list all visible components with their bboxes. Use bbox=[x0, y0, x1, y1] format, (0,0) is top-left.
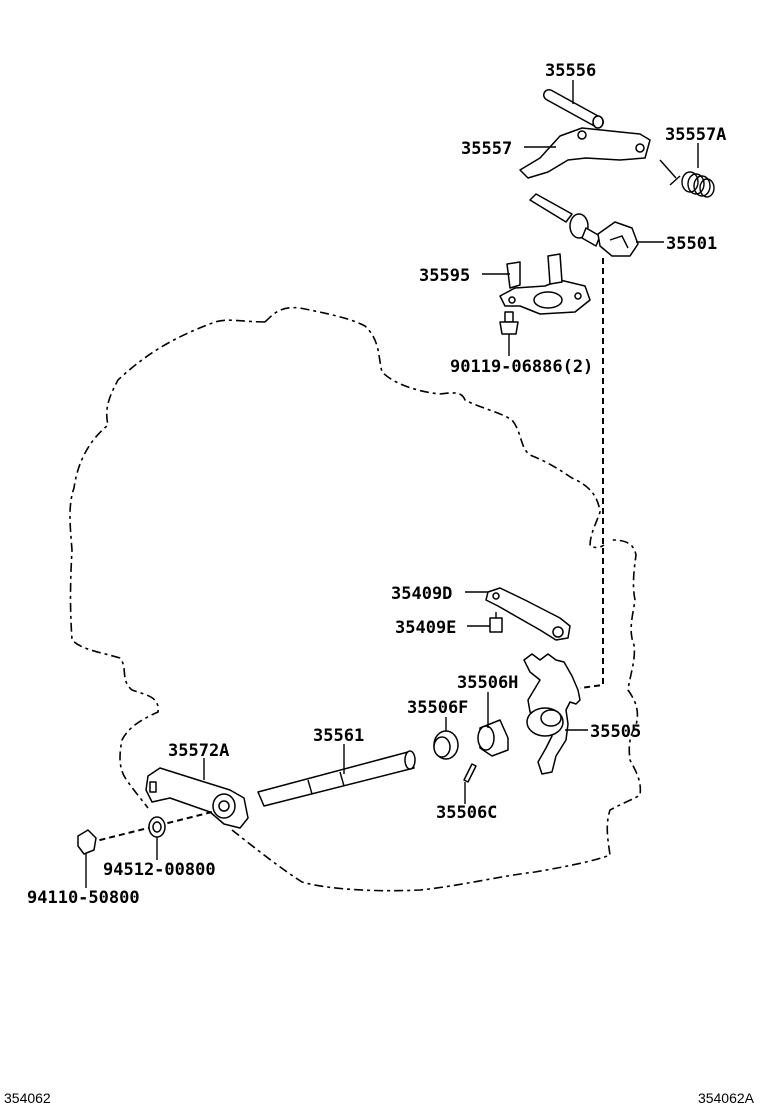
selector-lever-35505 bbox=[523, 653, 581, 775]
bolt-35409E bbox=[489, 612, 503, 633]
leader-lines bbox=[85, 80, 699, 888]
label-90119: 90119-06886(2) bbox=[450, 357, 593, 377]
lever-plate-35557 bbox=[519, 127, 651, 179]
shaft-35501 bbox=[529, 193, 639, 257]
figure-code-right: 354062A bbox=[697, 1090, 754, 1106]
transmission-case-lower bbox=[231, 539, 642, 892]
label-35505: 35505 bbox=[590, 722, 641, 742]
label-35557: 35557 bbox=[461, 139, 512, 159]
label-35506F: 35506F bbox=[407, 698, 468, 718]
label-35506C: 35506C bbox=[436, 803, 497, 823]
shaft-35561 bbox=[257, 750, 416, 807]
label-35409E: 35409E bbox=[395, 618, 456, 638]
transmission-case-outline bbox=[69, 319, 266, 809]
pin-35556 bbox=[543, 89, 604, 129]
label-35506H: 35506H bbox=[457, 673, 518, 693]
lever-35409D bbox=[485, 587, 571, 641]
label-35409D: 35409D bbox=[391, 584, 452, 604]
spring-35557A bbox=[659, 159, 715, 198]
label-35572A: 35572A bbox=[168, 741, 229, 761]
cable-link-line bbox=[579, 258, 604, 689]
bolt-90119 bbox=[499, 311, 519, 335]
figure-code-left: 354062 bbox=[4, 1090, 51, 1106]
label-35501: 35501 bbox=[666, 234, 717, 254]
nut-94110 bbox=[77, 829, 97, 855]
label-94512: 94512-00800 bbox=[103, 860, 216, 880]
label-35561: 35561 bbox=[313, 726, 364, 746]
bracket-35595 bbox=[499, 253, 591, 315]
label-35556: 35556 bbox=[545, 61, 596, 81]
collar-35506H bbox=[477, 719, 509, 757]
washer-94512 bbox=[148, 816, 166, 838]
bushing-35506F bbox=[433, 730, 459, 760]
label-94110: 94110-50800 bbox=[27, 888, 140, 908]
label-35595: 35595 bbox=[419, 266, 470, 286]
transmission-case-top bbox=[264, 306, 605, 549]
pin-35506C bbox=[463, 763, 477, 783]
label-35557A: 35557A bbox=[665, 125, 726, 145]
lever-35572A bbox=[145, 767, 249, 829]
